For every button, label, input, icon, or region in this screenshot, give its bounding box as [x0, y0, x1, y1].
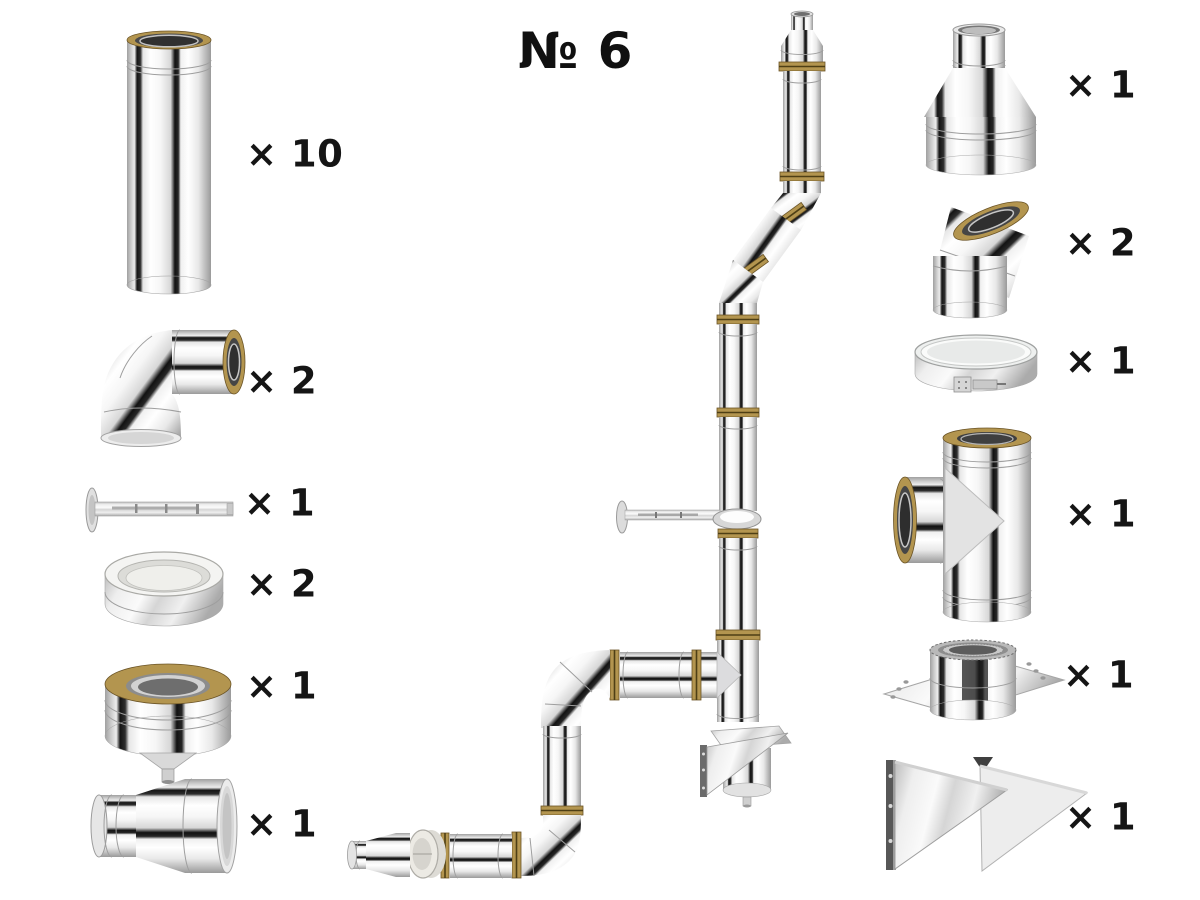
qty-mounting-plate: × 1 — [1063, 653, 1135, 697]
tee-icon — [893, 427, 1032, 623]
qty-elbow-90: × 2 — [246, 359, 318, 403]
qty-wall-rod: × 1 — [244, 481, 316, 525]
straight-pipe-icon — [126, 30, 212, 295]
condensate-drain-cap-icon — [104, 663, 232, 784]
page-title: № 6 — [518, 22, 634, 80]
clamp-band-icon — [914, 334, 1038, 393]
elbow-45-icon — [932, 201, 1029, 319]
qty-clamp: × 1 — [1065, 339, 1137, 383]
qty-condensate-cap: × 1 — [246, 664, 318, 708]
qty-end-collar: × 2 — [246, 562, 318, 606]
wall-bracket-rod-icon — [85, 487, 234, 533]
qty-tee: × 1 — [1065, 492, 1137, 536]
qty-elbow-45: × 2 — [1065, 221, 1137, 265]
cone-top-icon — [924, 23, 1037, 176]
end-collar-icon — [104, 551, 224, 627]
mounting-plate-icon — [882, 639, 1066, 721]
assembled-chimney-illustration — [347, 10, 826, 879]
qty-cone-top: × 1 — [1065, 63, 1137, 107]
reducer-adapter-icon — [90, 778, 238, 874]
elbow-90-icon — [100, 329, 246, 447]
qty-reducer: × 1 — [246, 802, 318, 846]
qty-straight-pipe: × 10 — [246, 132, 344, 176]
wall-brackets-icon — [886, 757, 1089, 872]
qty-wall-brackets: × 1 — [1065, 795, 1137, 839]
